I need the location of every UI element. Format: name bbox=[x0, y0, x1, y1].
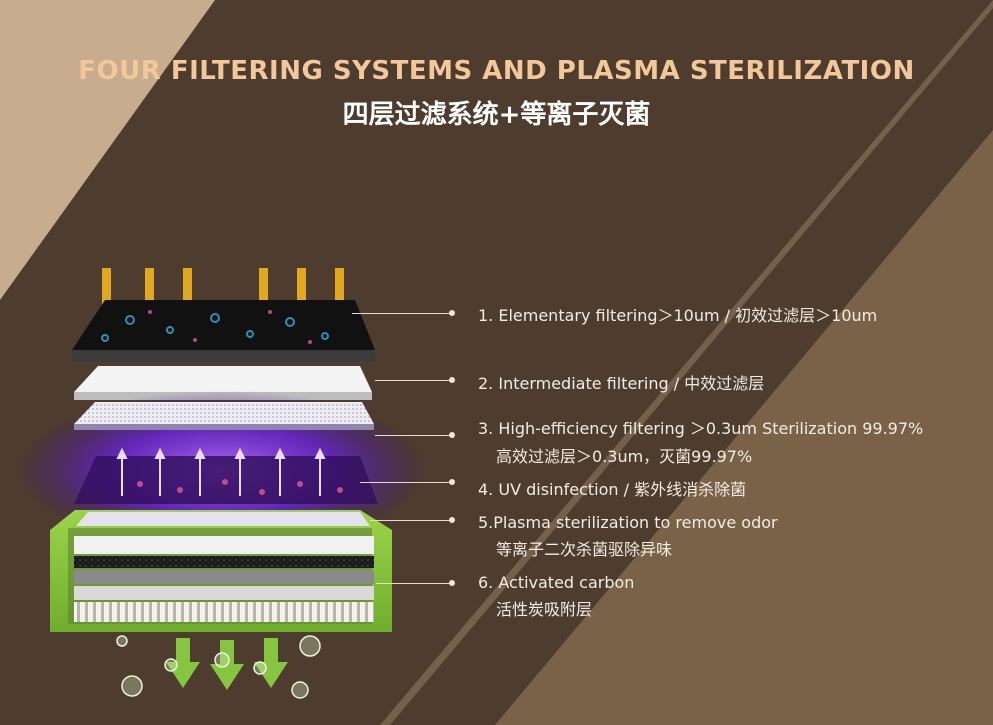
connector-dot-5 bbox=[449, 517, 455, 523]
elementary-filter-top bbox=[72, 300, 375, 350]
hepa-filter-edge bbox=[74, 424, 374, 430]
layer-label-1-line1: 1. Elementary filtering＞10um / 初效过滤层＞10u… bbox=[478, 306, 878, 325]
connector-line-5 bbox=[370, 520, 452, 521]
diagonal-thin-band bbox=[380, 0, 993, 725]
layer-elementary-filter bbox=[72, 300, 375, 362]
carbon-cover-middle bbox=[74, 570, 374, 584]
layer-label-5-line1: 5.Plasma sterilization to remove odor bbox=[478, 513, 778, 532]
airflow-in-arrow bbox=[259, 268, 268, 306]
airflow-out-arrow bbox=[166, 638, 200, 688]
layer-label-5-line2: 等离子二次杀菌驱除异味 bbox=[496, 540, 673, 559]
airflow-in-arrow bbox=[297, 268, 306, 306]
layer-label-3-line2: 高效过滤层＞0.3um，灭菌99.97% bbox=[496, 447, 753, 466]
carbon-granules bbox=[74, 556, 374, 568]
carbon-cover-top bbox=[74, 536, 374, 554]
layer-hepa-filter bbox=[74, 402, 374, 430]
uv-rays bbox=[116, 447, 326, 496]
intermediate-filter-top bbox=[74, 366, 372, 392]
layer-label-1: 1. Elementary filtering＞10um / 初效过滤层＞10u… bbox=[478, 302, 877, 326]
airflow-in-arrow bbox=[335, 268, 344, 306]
connector-line-3 bbox=[375, 435, 452, 436]
layer-label-6-line1: 6. Activated carbon bbox=[478, 573, 635, 592]
layer-label-5: 5.Plasma sterilization to remove odor 等离… bbox=[478, 513, 778, 560]
connector-dot-6 bbox=[449, 580, 455, 586]
title-english: FOUR FILTERING SYSTEMS AND PLASMA STERIL… bbox=[78, 56, 915, 86]
carbon-cover-light bbox=[74, 586, 374, 600]
connector-dot-1 bbox=[449, 310, 455, 316]
connector-dot-4 bbox=[449, 479, 455, 485]
airflow-in-arrows bbox=[102, 268, 344, 306]
connector-line-4 bbox=[360, 482, 452, 483]
airflow-in-arrow bbox=[183, 268, 192, 306]
uv-germ-particles bbox=[137, 479, 343, 495]
layer-label-6-line2: 活性炭吸附层 bbox=[496, 600, 593, 619]
pleated-filter bbox=[74, 602, 374, 622]
bottom-right-band bbox=[495, 130, 993, 725]
layer-plasma bbox=[76, 512, 370, 526]
layer-label-3-line1: 3. High-efficiency filtering ＞0.3um Ster… bbox=[478, 419, 924, 438]
airflow-in-arrow bbox=[145, 268, 154, 306]
plasma-plate bbox=[76, 512, 370, 526]
dust-particles bbox=[101, 313, 329, 342]
top-left-light-band bbox=[0, 0, 215, 300]
layer-label-4-line1: 4. UV disinfection / 紫外线消杀除菌 bbox=[478, 480, 747, 499]
elementary-filter-edge bbox=[72, 350, 375, 362]
title-chinese: 四层过滤系统+等离子灭菌 bbox=[342, 100, 651, 130]
hepa-filter-top bbox=[74, 402, 374, 424]
layer-uv-chamber bbox=[74, 447, 378, 504]
airflow-out-arrow bbox=[254, 638, 288, 688]
layer-label-2: 2. Intermediate filtering / 中效过滤层 bbox=[478, 370, 764, 394]
connector-dot-3 bbox=[449, 432, 455, 438]
layer-label-3: 3. High-efficiency filtering ＞0.3um Ster… bbox=[478, 415, 923, 467]
layer-activated-carbon bbox=[74, 536, 374, 622]
connector-dot-2 bbox=[449, 377, 455, 383]
layer-label-2-line1: 2. Intermediate filtering / 中效过滤层 bbox=[478, 374, 765, 393]
connector-line-1 bbox=[352, 313, 452, 314]
clean-air-bubbles bbox=[116, 635, 321, 699]
airflow-in-arrow bbox=[102, 268, 111, 306]
layer-label-6: 6. Activated carbon 活性炭吸附层 bbox=[478, 573, 634, 620]
layer-label-4: 4. UV disinfection / 紫外线消杀除菌 bbox=[478, 476, 746, 500]
pollen-particles bbox=[148, 310, 312, 344]
connector-line-6 bbox=[376, 583, 452, 584]
connector-line-2 bbox=[375, 380, 452, 381]
